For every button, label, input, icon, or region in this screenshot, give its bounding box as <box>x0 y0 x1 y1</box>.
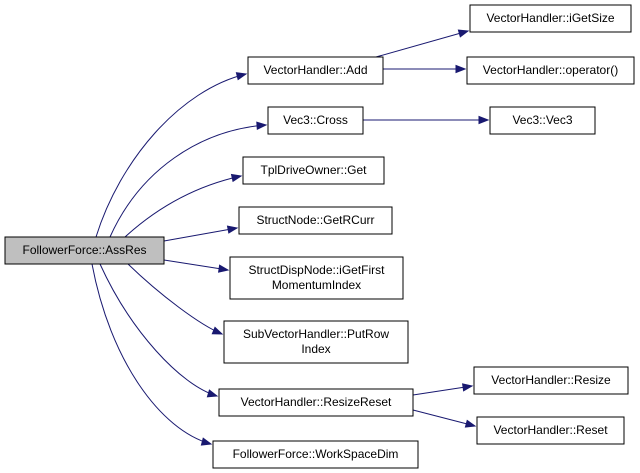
function-node[interactable]: TplDriveOwner::Get <box>242 156 385 185</box>
edge-line <box>127 263 223 335</box>
edge-line <box>91 263 212 445</box>
edge-n10-n11 <box>412 383 474 396</box>
node-box <box>469 4 632 33</box>
edge-n10-n12 <box>412 409 477 428</box>
edge-n1-n3 <box>383 64 467 74</box>
node-label: SubVectorHandler::PutRow <box>243 327 389 341</box>
function-node[interactable]: FollowerForce::WorkSpaceDim <box>212 440 419 469</box>
edge-line <box>109 124 267 238</box>
node-box <box>476 416 625 445</box>
edge-arrowhead <box>464 419 477 428</box>
edge-arrowhead <box>235 72 248 81</box>
node-box <box>247 56 384 85</box>
node-box <box>489 106 596 135</box>
edge-line <box>124 175 242 238</box>
node-box <box>238 206 393 235</box>
node-box <box>212 440 419 469</box>
edge-arrowhead <box>455 64 467 74</box>
edge-n4-n5 <box>363 115 490 125</box>
node-label: FollowerForce::WorkSpaceDim <box>233 447 399 461</box>
edge-line <box>163 227 238 242</box>
function-node[interactable]: StructNode::GetRCurr <box>238 206 393 235</box>
edge-line <box>95 73 247 238</box>
node-label: MomentumIndex <box>272 278 361 292</box>
edge-arrowhead <box>462 383 474 392</box>
edge-line <box>163 259 229 271</box>
function-node[interactable]: VectorHandler::Resize <box>473 366 629 395</box>
node-label: VectorHandler::Reset <box>493 423 608 437</box>
node-label: FollowerForce::AssRes <box>22 243 146 257</box>
edge-arrowhead <box>457 29 470 38</box>
edge-arrowhead <box>211 326 224 335</box>
node-label: VectorHandler::operator() <box>483 63 618 77</box>
function-node[interactable]: VectorHandler::Add <box>247 56 384 85</box>
edge-line <box>99 263 218 397</box>
function-node[interactable]: VectorHandler::Reset <box>476 416 625 445</box>
edge-n0-n9 <box>127 263 224 335</box>
node-box <box>223 320 409 364</box>
edge-n0-n13 <box>91 263 213 446</box>
node-label: Index <box>301 342 330 356</box>
edge-line <box>412 385 473 396</box>
node-box <box>4 236 165 265</box>
edge-n1-n2 <box>375 29 470 58</box>
edge-arrowhead <box>200 437 213 446</box>
node-box <box>267 106 364 135</box>
node-box <box>218 388 414 417</box>
node-label: StructDispNode::iGetFirst <box>248 263 385 277</box>
function-node[interactable]: Vec3::Vec3 <box>489 106 596 135</box>
edge-n0-n1 <box>95 72 248 238</box>
edge-n0-n4 <box>109 121 268 238</box>
function-node[interactable]: Vec3::Cross <box>267 106 364 135</box>
node-label: Vec3::Vec3 <box>512 113 572 127</box>
edge-n0-n8 <box>163 259 230 273</box>
node-label: VectorHandler::iGetSize <box>486 11 614 25</box>
edge-arrowhead <box>478 115 490 125</box>
edge-arrowhead <box>226 225 239 234</box>
node-box <box>242 156 385 185</box>
edge-arrowhead <box>218 264 230 273</box>
edge-line <box>375 30 469 58</box>
node-box <box>229 256 404 300</box>
edge-arrowhead <box>256 121 268 130</box>
edges-layer <box>91 29 490 446</box>
node-label: VectorHandler::Resize <box>491 373 611 387</box>
function-node[interactable]: VectorHandler::operator() <box>466 56 635 85</box>
nodes-layer: FollowerForce::AssResVectorHandler::AddV… <box>4 4 635 469</box>
function-node[interactable]: VectorHandler::ResizeReset <box>218 388 414 417</box>
node-label: VectorHandler::ResizeReset <box>241 395 392 409</box>
node-box <box>466 56 635 85</box>
function-node[interactable]: VectorHandler::iGetSize <box>469 4 632 33</box>
edge-n0-n10 <box>99 263 219 398</box>
edge-arrowhead <box>230 173 243 183</box>
node-label: TplDriveOwner::Get <box>260 163 367 177</box>
edge-n0-n6 <box>124 173 243 238</box>
edge-line <box>412 409 476 427</box>
node-label: Vec3::Cross <box>283 113 348 127</box>
root-function-node[interactable]: FollowerForce::AssRes <box>4 236 165 265</box>
node-label: StructNode::GetRCurr <box>256 213 374 227</box>
node-label: VectorHandler::Add <box>263 63 367 77</box>
edge-n0-n7 <box>163 225 239 242</box>
node-box <box>473 366 629 395</box>
edge-arrowhead <box>206 389 219 398</box>
